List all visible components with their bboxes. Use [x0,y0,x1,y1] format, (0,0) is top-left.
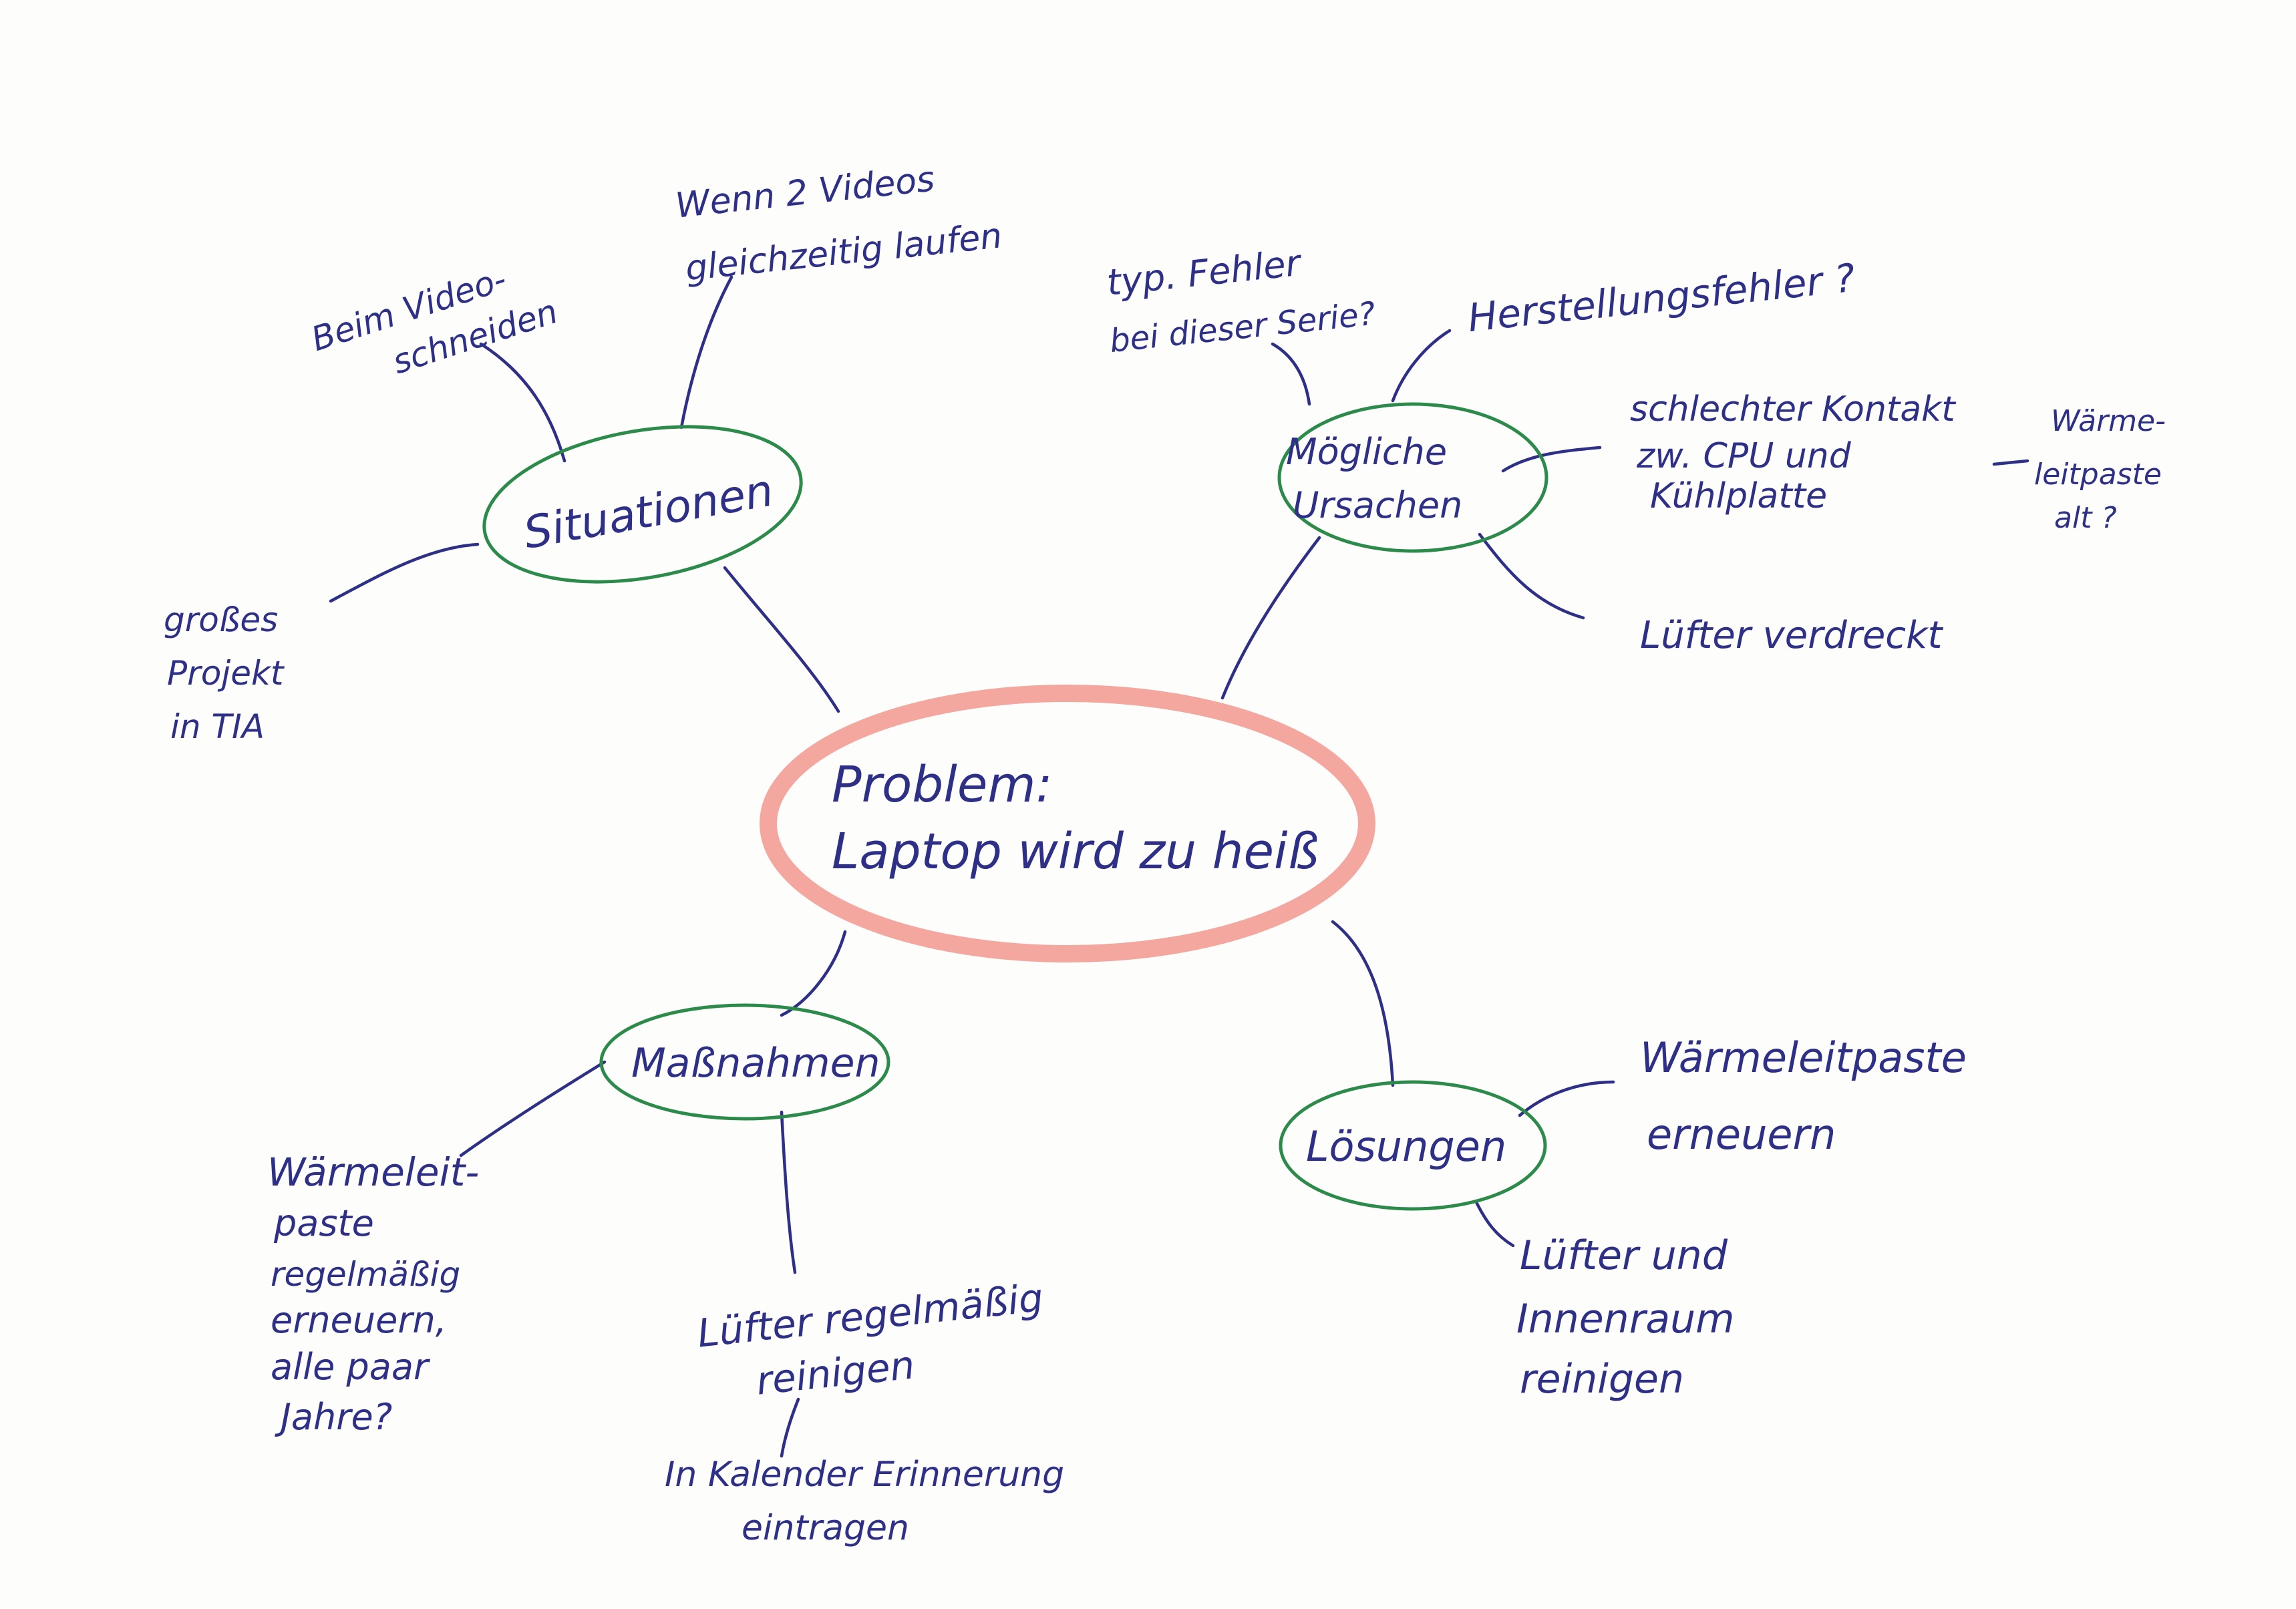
leaf-zwei-videos: Wenn 2 Videos gleichzeitig laufen [673,159,1004,289]
leaf-luefter-verdreckt-text: Lüfter verdreckt [1640,614,1944,657]
branch-massnahmen-paste [459,1060,607,1157]
node-ursachen: Mögliche Ursachen [1277,402,1548,553]
branch-kontakt-waermeleitpaste [1992,459,2029,466]
leaf-zwei-videos-2: gleichzeitig laufen [683,216,1004,289]
leaf-paste-m-5: alle paar [271,1346,430,1388]
center-title: Problem: [832,756,1052,814]
leaf-waermeleitpaste-loesung: Wärmeleitpaste erneuern [1640,1033,1967,1159]
leaf-herstellungsfehler-text: Herstellungsfehler ? [1466,255,1857,341]
branch-ursachen-kontakt [1501,445,1602,473]
leaf-luefter-reinigen: Lüfter regelmäßig reinigen [695,1275,1045,1404]
leaf-grosses-projekt-3: in TIA [170,707,265,746]
center-subtitle: Laptop wird zu heiß [832,823,1319,880]
leaf-luefter-reinigen-1: Lüfter regelmäßig [695,1275,1045,1357]
leaf-grosses-projekt-1: großes [164,600,278,639]
leaf-schlechter-kontakt-3: Kühlplatte [1650,476,1827,516]
center-oval [760,685,1375,962]
leaf-schlechter-kontakt-2: zw. CPU und [1636,436,1852,476]
node-situationen-label: Situationen [520,464,777,558]
leaf-paste-l-2: erneuern [1647,1110,1836,1159]
center-node: Problem: Laptop wird zu heiß [760,685,1375,962]
leaf-paste-m-4: erneuern, [271,1299,447,1341]
node-massnahmen: Maßnahmen [599,1003,890,1121]
branch-ursachen-typ-fehler [1271,342,1311,406]
branch-situationen-video [479,342,566,463]
leaf-luefter-innenraum: Lüfter und Innenraum reinigen [1516,1232,1735,1403]
leaf-zwei-videos-1: Wenn 2 Videos [673,159,937,226]
branch-situationen-projekt [329,542,480,603]
branch-ursachen-luefter [1478,532,1585,620]
node-ursachen-oval [1277,402,1548,553]
branch-loesungen-innenraum [1474,1200,1515,1248]
leaf-waermeleitpaste-alt-2: leitpaste [2034,458,2162,492]
leaf-typ-fehler-2: bei dieser Serie? [1108,295,1377,360]
branch-lines [329,275,2029,1458]
branch-loesungen-paste [1518,1080,1615,1117]
leaf-kalender: In Kalender Erinnerung eintragen [665,1455,1064,1548]
leaf-typ-fehler: typ. Fehler bei dieser Serie? [1105,242,1377,360]
node-loesungen-label: Lösungen [1306,1122,1506,1171]
leaf-luefter-innenraum-1: Lüfter und [1520,1232,1728,1279]
leaf-kalender-2: eintragen [742,1508,909,1548]
leaf-grosses-projekt: großes Projekt in TIA [164,600,285,746]
node-situationen-oval [482,425,803,584]
leaf-waermeleitpaste-massnahme: Wärmeleit- paste regelmäßig erneuern, al… [267,1149,479,1438]
leaf-luefter-innenraum-2: Innenraum [1516,1296,1735,1343]
leaf-paste-m-1: Wärmeleit- [267,1149,479,1195]
leaf-waermeleitpaste-alt-3: alt ? [2054,501,2117,535]
leaf-paste-m-2: paste [273,1202,374,1244]
branch-center-ursachen [1220,536,1321,700]
leaf-waermeleitpaste-alt-1: Wärme- [2051,404,2166,438]
leaf-waermeleitpaste-alt: Wärme- leitpaste alt ? [2034,404,2166,535]
branch-center-situationen [723,566,840,713]
node-ursachen-label-1: Mögliche [1286,431,1447,473]
leaf-luefter-innenraum-3: reinigen [1520,1356,1684,1403]
branch-center-massnahmen [780,930,847,1017]
leaf-schlechter-kontakt: schlechter Kontakt zw. CPU und Kühlplatt… [1630,389,1956,516]
node-situationen: Situationen [482,425,803,584]
node-loesungen-oval [1279,1080,1547,1211]
leaf-kalender-1: In Kalender Erinnerung [665,1455,1064,1495]
node-massnahmen-oval [599,1003,890,1121]
node-loesungen: Lösungen [1279,1080,1547,1211]
leaf-luefter-reinigen-2: reinigen [754,1342,917,1403]
leaf-paste-m-6: Jahre? [275,1396,392,1438]
leaf-grosses-projekt-2: Projekt [167,654,285,693]
leaf-luefter-verdreckt: Lüfter verdreckt [1640,614,1944,657]
branch-luefter-kalender [780,1397,800,1458]
branch-situationen-zwei-videos [679,275,733,429]
leaf-herstellungsfehler: Herstellungsfehler ? [1466,255,1857,341]
leaf-paste-l-1: Wärmeleitpaste [1640,1033,1967,1082]
node-massnahmen-label: Maßnahmen [631,1040,880,1087]
node-ursachen-label-2: Ursachen [1293,484,1462,526]
leaf-schlechter-kontakt-1: schlechter Kontakt [1630,389,1956,429]
leaf-paste-m-3: regelmäßig [271,1255,460,1294]
branch-ursachen-herstellung [1391,329,1452,403]
leaf-typ-fehler-1: typ. Fehler [1105,242,1304,304]
branch-massnahmen-luefter [780,1110,797,1274]
branch-center-loesungen [1331,920,1395,1087]
